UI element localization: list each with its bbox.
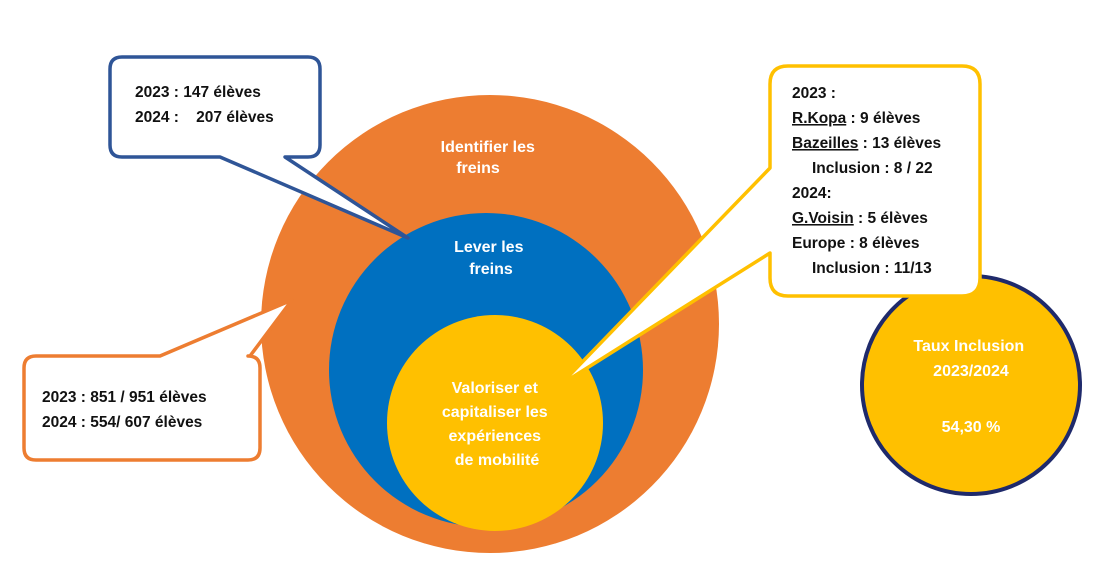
callout-yellow-2023-inclusion: Inclusion : 8 / 22	[812, 160, 933, 177]
callout-yellow	[558, 64, 982, 387]
callout-orange-text: 2023 : 851 / 951 élèves 2024 : 554/ 607 …	[42, 389, 211, 431]
callout-blue-text: 2023 : 147 élèves 2024 : 207 élèves	[0, 0, 287, 126]
callout-orange	[22, 298, 294, 462]
rate-value: 54,30 %	[942, 419, 1001, 436]
middle-circle-label: Lever les freins	[454, 239, 528, 278]
callout-blue	[108, 55, 410, 240]
callout-yellow-2023-header: 2023 :	[792, 85, 836, 102]
rate-circle-label: Taux Inclusion 2023/2024	[913, 338, 1028, 380]
callout-yellow-2024-line-2: Europe : 8 élèves	[792, 235, 920, 252]
outer-circle-label: Identifier les freins	[441, 139, 540, 177]
callout-yellow-2023-line-1: R.Kopa : 9 élèves	[792, 110, 920, 127]
inner-circle-label: Valoriser et capitaliser les expériences…	[442, 380, 552, 469]
callout-yellow-2024-line-1: G.Voisin : 5 élèves	[792, 210, 928, 227]
inner-circle-valoriser	[387, 315, 603, 531]
callout-yellow-2023-line-2: Bazeilles : 13 élèves	[792, 135, 941, 152]
rate-circle	[860, 274, 1082, 496]
callout-yellow-2024-inclusion: Inclusion : 11/13	[812, 260, 932, 277]
callout-yellow-2024-header: 2024:	[792, 185, 832, 202]
